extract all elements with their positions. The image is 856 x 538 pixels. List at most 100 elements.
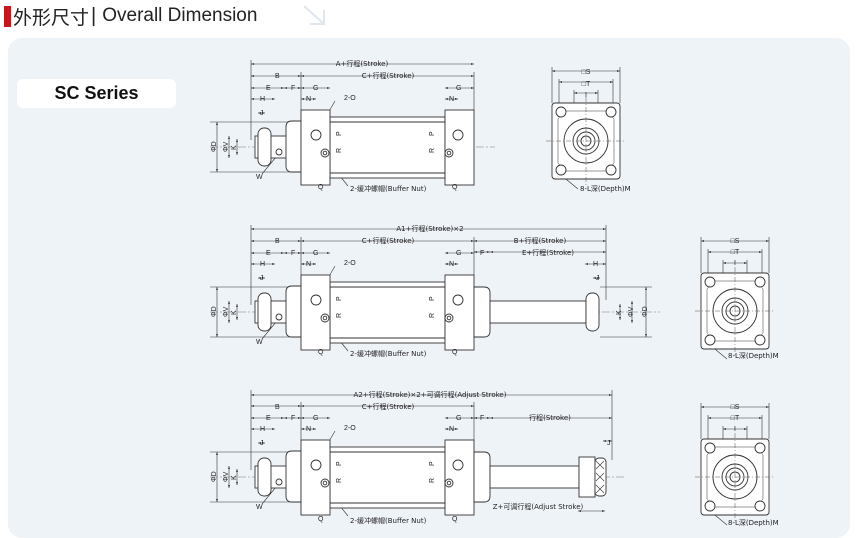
section-header: 外形尺寸 | Overall Dimension (4, 3, 257, 29)
dim-S: □S (582, 69, 591, 76)
dim-F: F (291, 415, 295, 422)
dim-A2: A2+行程(Stroke)×2+可调行程(Adjust Stroke) (354, 390, 507, 399)
dim-J: J (260, 440, 264, 447)
buffer-nut-label: 2-缓冲螺帽(Buffer Nut) (350, 184, 427, 193)
dim-P: P (336, 131, 343, 136)
dim-B: B (275, 404, 280, 411)
title-separator: | (91, 4, 97, 27)
dim-D-right: ΦD (642, 306, 649, 317)
dim-E: E (266, 250, 271, 257)
dim-V: ΦV (223, 306, 230, 317)
dim-Q: Q (318, 516, 324, 523)
title-chinese: 外形尺寸 (13, 6, 90, 29)
dim-Q: Q (318, 184, 324, 191)
dim-Q-right: Q (452, 349, 458, 356)
dim-K: K (231, 310, 238, 315)
dim-R-right: R (429, 148, 436, 153)
series-badge: SC Series (17, 79, 176, 108)
dim-O: 2-O (344, 260, 356, 267)
dim-W: W (256, 339, 263, 346)
dim-J-right: J (596, 275, 600, 282)
dim-F: F (291, 250, 295, 257)
dim-H-right: H (593, 261, 598, 268)
drawing-double-rod: A1+行程(Stroke)×2 C+行程(Stroke) B+行程(Stroke… (211, 224, 779, 360)
dim-A: A+行程(Stroke) (336, 59, 389, 68)
adjust-rod (473, 451, 607, 503)
dim-I: I (734, 426, 736, 433)
dim-W: W (256, 174, 263, 181)
dim-E: E (266, 85, 271, 92)
dim-H: H (260, 426, 265, 433)
dim-R: R (336, 313, 343, 318)
dim-P: P (336, 296, 343, 301)
header-accent-bar (4, 5, 11, 27)
dim-B: B (275, 73, 280, 80)
dim-C: C+行程(Stroke) (362, 236, 415, 245)
dim-F-right: F (480, 250, 484, 257)
dim-G-right: G (456, 85, 461, 92)
dim-J: J (260, 110, 264, 117)
buffer-nut-label: 2-缓冲螺帽(Buffer Nut) (350, 516, 427, 525)
dim-C: C+行程(Stroke) (362, 71, 415, 80)
drawing-single-rod: A+行程(Stroke) C+行程(Stroke) B E F G G N N … (211, 59, 631, 193)
extension-line (261, 486, 277, 505)
dim-Z: Z+可调行程(Adjust Stroke) (493, 502, 584, 511)
dim-V: ΦV (223, 471, 230, 482)
dim-N-right: N (449, 426, 454, 433)
dim-T: □T (582, 81, 591, 88)
dim-N: N (306, 261, 311, 268)
dim-S: □S (731, 404, 740, 411)
dim-J-right: J (607, 440, 611, 447)
dim-B: B (275, 238, 280, 245)
dim-W: W (256, 504, 263, 511)
dim-stroke: 行程(Stroke) (529, 413, 571, 422)
dim-Q-right: Q (452, 516, 458, 523)
dim-B-plus: B+行程(Stroke) (514, 236, 567, 245)
buffer-nut-label: 2-缓冲螺帽(Buffer Nut) (350, 349, 427, 358)
cylinder-side-view (254, 274, 475, 351)
dim-R-right: R (429, 478, 436, 483)
dim-R: R (336, 148, 343, 153)
dim-R-right: R (429, 313, 436, 318)
dim-P: P (336, 461, 343, 466)
dim-G-right: G (456, 415, 461, 422)
dim-Q: Q (318, 349, 324, 356)
end-view (545, 96, 627, 186)
dim-I: I (585, 92, 587, 99)
dim-N: N (306, 426, 311, 433)
mounting-hole-label: 8-L深(Depth)M (580, 184, 631, 193)
dim-H: H (260, 261, 265, 268)
right-rod (473, 286, 600, 338)
dim-Q-right: Q (452, 184, 458, 191)
dim-D: ΦD (211, 471, 218, 482)
dim-S: □S (731, 238, 740, 245)
extension-line (261, 156, 277, 175)
cylinder-side-view (254, 109, 475, 186)
dim-V: ΦV (223, 141, 230, 152)
extension-line (261, 321, 277, 340)
dim-E-plus: E+行程(Stroke) (522, 248, 574, 257)
dim-G: G (313, 415, 318, 422)
dim-V-right: ΦV (628, 306, 635, 317)
dim-E: E (266, 415, 271, 422)
dim-K: K (231, 475, 238, 480)
dim-N-right: N (449, 261, 454, 268)
end-view (694, 266, 776, 356)
dim-I: I (734, 260, 736, 267)
corner-arrow-icon (303, 5, 325, 25)
dim-G: G (313, 250, 318, 257)
cylinder-side-view (254, 439, 475, 516)
dim-P-right: P (429, 461, 436, 466)
dim-J: J (260, 275, 264, 282)
dim-N-right: N (449, 96, 454, 103)
dim-T: □T (731, 415, 740, 422)
dim-K: K (231, 145, 238, 150)
dim-G: G (313, 85, 318, 92)
dim-O: 2-O (344, 425, 356, 432)
dim-H: H (260, 96, 265, 103)
dim-F-right: F (480, 415, 484, 422)
dim-K-right: K (616, 310, 623, 315)
dim-P-right: P (429, 296, 436, 301)
dim-R: R (336, 478, 343, 483)
dim-D: ΦD (211, 306, 218, 317)
